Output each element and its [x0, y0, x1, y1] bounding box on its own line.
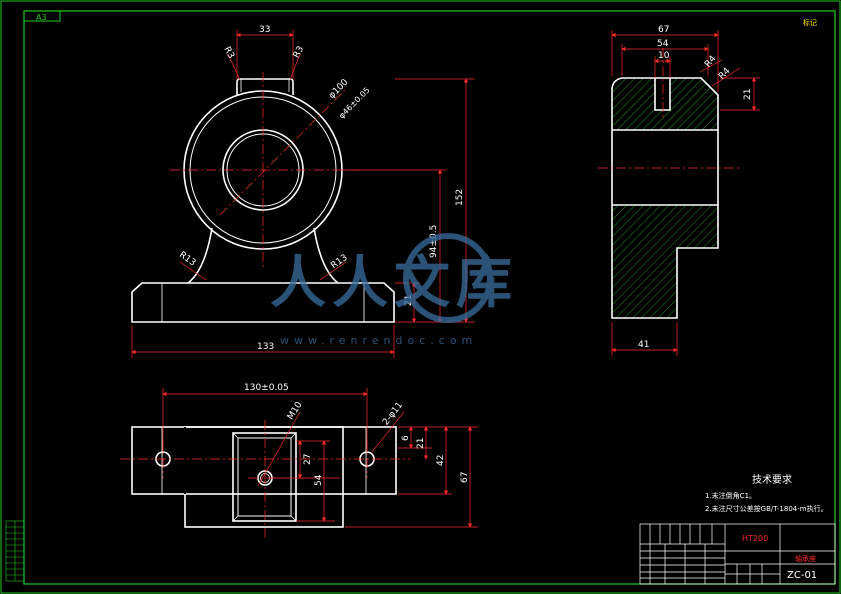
top-view-dimensions	[162, 388, 478, 528]
watermark-logo	[403, 233, 493, 323]
dim-outer-diameter: φ100	[327, 77, 351, 101]
dim-6: 6	[401, 435, 411, 441]
dim-r13-left: R13	[177, 250, 197, 268]
dim-slot-10: 10	[658, 51, 670, 61]
dim-54: 54	[314, 474, 324, 486]
dim-r4-b: R4	[717, 66, 733, 82]
watermark-url: www.renrendoc.com	[280, 334, 477, 347]
notes-line-2: 2.未注尺寸公差按GB/T-1804-m执行。	[705, 504, 828, 513]
top-view: 130±0.05 M10 2-φ11 6 21 42 67 27 54	[120, 383, 478, 540]
dim-total-height: 152	[455, 189, 465, 206]
notes-title: 技术要求	[752, 473, 792, 486]
side-view-dimensions	[611, 30, 760, 356]
side-view-hatch-top	[612, 78, 718, 130]
front-view-dimensions	[131, 30, 475, 358]
dim-r3-right: R3	[292, 45, 306, 60]
top-view-centerlines	[120, 420, 410, 540]
margin-table	[5, 520, 25, 582]
dim-base-length: 133	[257, 342, 274, 352]
front-view-centerlines	[170, 72, 360, 270]
watermark-text: 人人文库	[270, 251, 518, 316]
title-block-material: HT200	[742, 534, 768, 543]
dim-21: 21	[416, 438, 426, 449]
dim-hole-spacing: 130±0.05	[244, 383, 289, 393]
dim-width-54: 54	[657, 39, 669, 49]
side-view-outline	[611, 77, 719, 319]
side-view: 67 54 10 R4 R4 21 41	[598, 25, 760, 356]
dim-base-41: 41	[638, 340, 649, 350]
dim-27: 27	[303, 454, 313, 465]
title-block-drawing-no: ZC-01	[787, 570, 817, 581]
dim-42: 42	[436, 455, 446, 466]
side-view-hatch-bottom	[612, 205, 718, 318]
notes-line-1: 1.未注倒角C1。	[705, 491, 756, 500]
dim-thread: M10	[286, 400, 305, 422]
sheet-corner-tag: A3	[36, 13, 47, 22]
title-block-part-name: 轴承座	[795, 554, 816, 563]
title-block: HT200 轴承座 ZC-01	[639, 523, 836, 585]
dim-slot-depth: 21	[743, 89, 753, 100]
dim-67: 67	[460, 472, 470, 483]
dim-r4-a: R4	[703, 54, 719, 70]
dim-width-67: 67	[658, 25, 669, 35]
dim-top-width: 33	[259, 25, 270, 35]
side-view-centerlines	[598, 48, 740, 169]
dim-r3-left: R3	[221, 45, 235, 60]
top-view-dimension-text: 130±0.05 M10 2-φ11 6 21 42 67 27 54	[244, 383, 470, 486]
dim-holes: 2-φ11	[381, 400, 405, 427]
technical-notes: 技术要求 1.未注倒角C1。 2.未注尺寸公差按GB/T-1804-m执行。	[705, 473, 828, 513]
watermark: 人人文库 www.renrendoc.com	[270, 233, 518, 347]
top-view-outline	[131, 426, 397, 528]
sheet-corner-mark: 标记	[803, 18, 817, 27]
